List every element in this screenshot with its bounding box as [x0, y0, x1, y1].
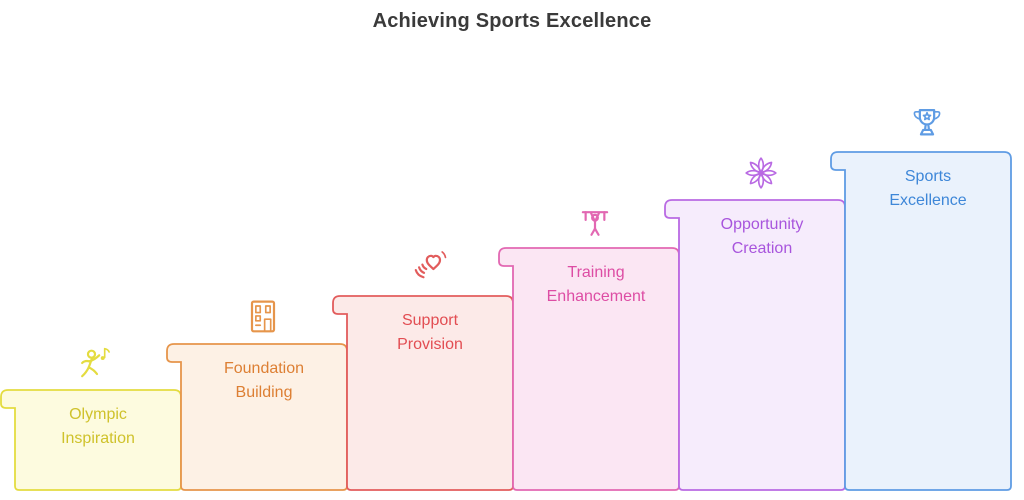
- step-shape: [332, 295, 514, 491]
- dancer-icon: [75, 341, 119, 385]
- step-training-enhancement: Training Enhancement: [498, 211, 680, 491]
- step-label: Sports Excellence: [889, 168, 967, 209]
- step-sports-excellence: Sports Excellence: [830, 109, 1012, 491]
- step-shape: [498, 247, 680, 491]
- trophy-icon: [905, 103, 949, 147]
- step-label: Olympic Inspiration: [61, 406, 135, 447]
- step-label: Support Provision: [397, 312, 463, 353]
- pullup-bar-icon: [573, 199, 617, 243]
- step-foundation-building: Foundation Building: [166, 300, 348, 491]
- building-icon: [241, 295, 285, 339]
- flower-icon: [739, 151, 783, 195]
- step-label: Opportunity Creation: [720, 216, 804, 257]
- step-support-provision: Support Provision: [332, 251, 514, 491]
- step-olympic-inspiration: Olympic Inspiration: [0, 347, 182, 491]
- hand-heart-icon: [407, 247, 451, 291]
- step-shape: [830, 151, 1012, 491]
- step-shape: [0, 389, 182, 491]
- step-label: Foundation Building: [223, 360, 305, 401]
- step-shape: [664, 199, 846, 491]
- step-opportunity-creation: Opportunity Creation: [664, 157, 846, 491]
- page-title: Achieving Sports Excellence: [372, 10, 652, 32]
- step-shape: [166, 343, 348, 491]
- step-label: Training Enhancement: [546, 264, 646, 305]
